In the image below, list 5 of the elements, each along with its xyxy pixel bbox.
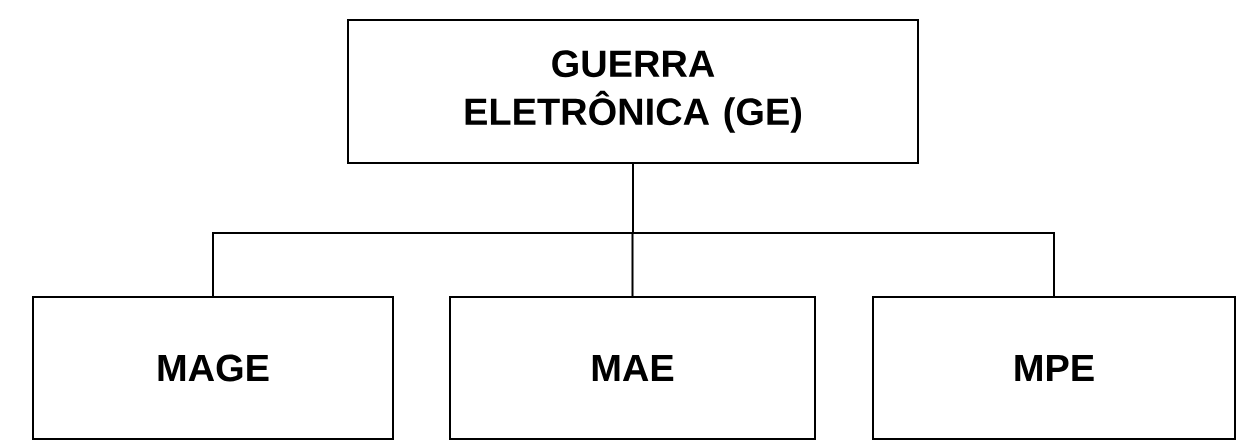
category-box: MAGE xyxy=(32,296,394,440)
category-box: GUERRA ELETRÔNICA (GE) xyxy=(347,19,919,164)
category-box: MAE xyxy=(449,296,816,440)
category-box: MPE xyxy=(872,296,1236,440)
connector-line xyxy=(632,163,1055,297)
